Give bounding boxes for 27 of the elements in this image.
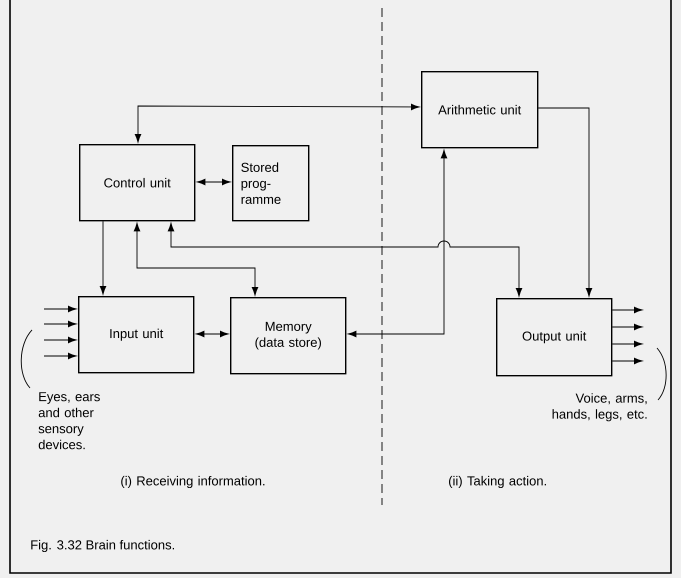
arrow bbox=[44, 352, 76, 360]
programme-box: Stored prog- ramme bbox=[232, 145, 310, 222]
arrow bbox=[44, 336, 76, 344]
arrow bbox=[134, 104, 420, 142]
unit-box: Input unit bbox=[78, 296, 194, 374]
unit-box: Control unit bbox=[79, 144, 196, 222]
note-text: Voice, arms, hands, legs, etc. bbox=[552, 393, 647, 422]
arrow bbox=[612, 324, 642, 330]
arrow bbox=[134, 222, 258, 296]
arrow bbox=[44, 320, 76, 328]
note-text: Eyes, ears and other sensory devices. bbox=[38, 392, 100, 450]
arrow bbox=[196, 330, 228, 338]
arrow bbox=[538, 108, 592, 296]
arrow bbox=[612, 340, 642, 348]
unit-box: Output unit bbox=[496, 298, 612, 376]
arrow bbox=[196, 178, 230, 186]
note-text: (ii) Taking action. bbox=[449, 476, 546, 488]
arrow bbox=[168, 222, 522, 296]
arrow bbox=[612, 306, 642, 314]
unit-box: Arithmetic unit bbox=[421, 71, 538, 148]
memory-box: Memory (data store) bbox=[230, 297, 346, 374]
arrow bbox=[100, 220, 106, 294]
arrow bbox=[348, 150, 448, 338]
arrow bbox=[44, 306, 76, 312]
note-text: (i) Receiving information. bbox=[121, 476, 264, 488]
figure-caption: Fig. 3.32 Brain functions. bbox=[31, 540, 174, 552]
arrow bbox=[612, 358, 642, 364]
